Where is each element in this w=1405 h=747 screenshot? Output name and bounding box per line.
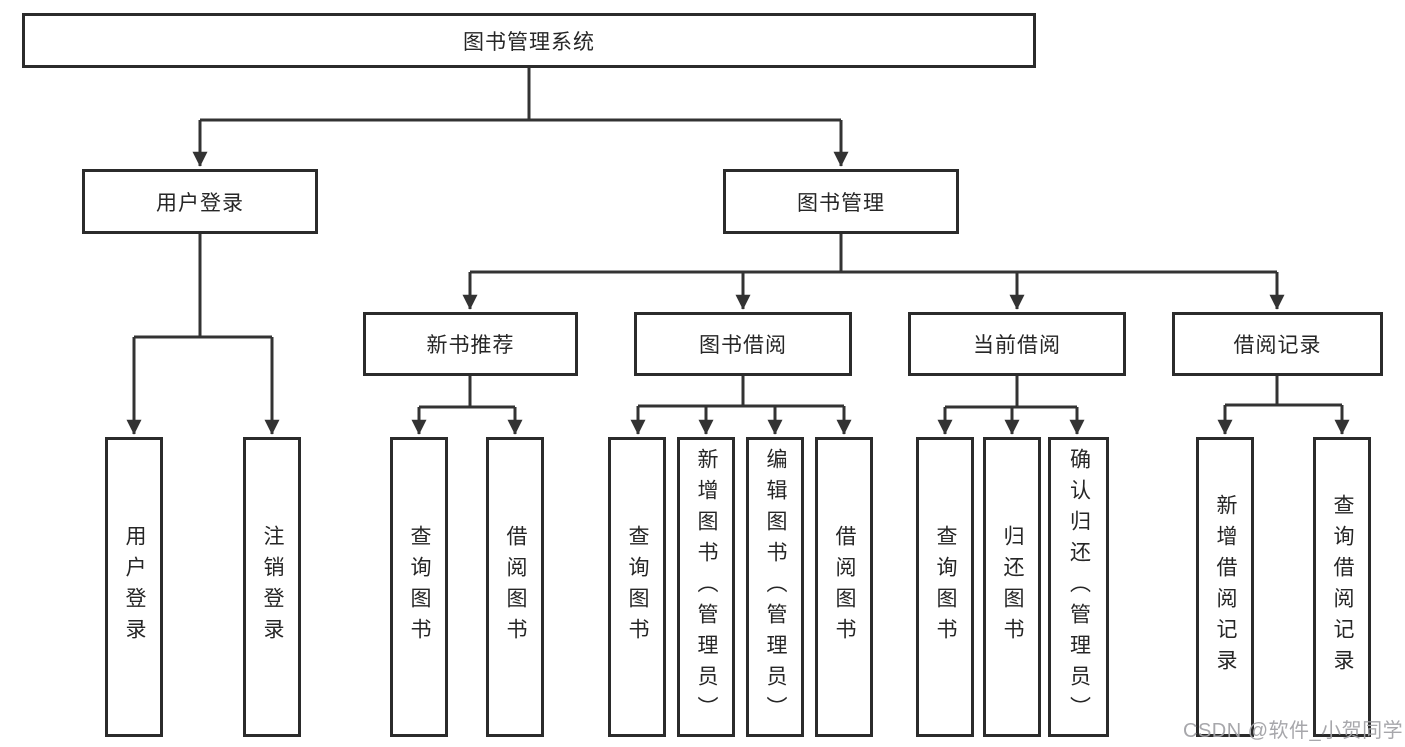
leaf-query-books-recommend: 查询图书 <box>390 437 448 737</box>
node-book-management: 图书管理 <box>723 169 959 234</box>
leaf-user-login: 用户登录 <box>105 437 163 737</box>
node-new-book-recommend: 新书推荐 <box>363 312 578 376</box>
leaf-borrow-books: 借阅图书 <box>815 437 873 737</box>
leaf-add-book-admin: 新增图书（管理员） <box>677 437 735 737</box>
root-node-library-system: 图书管理系统 <box>22 13 1036 68</box>
node-book-borrowing: 图书借阅 <box>634 312 852 376</box>
leaf-query-borrow-record: 查询借阅记录 <box>1313 437 1371 737</box>
leaf-add-borrow-record: 新增借阅记录 <box>1196 437 1254 737</box>
node-borrowing-records: 借阅记录 <box>1172 312 1383 376</box>
node-current-borrowing: 当前借阅 <box>908 312 1126 376</box>
node-user-login-group: 用户登录 <box>82 169 318 234</box>
csdn-watermark: CSDN @软件_小贺同学 <box>1183 720 1404 742</box>
leaf-edit-book-admin: 编辑图书（管理员） <box>746 437 804 737</box>
leaf-logout: 注销登录 <box>243 437 301 737</box>
leaf-confirm-return-admin: 确认归还（管理员） <box>1048 437 1109 737</box>
leaf-query-books-borrowing: 查询图书 <box>608 437 666 737</box>
leaf-return-book: 归还图书 <box>983 437 1041 737</box>
leaf-query-books-current: 查询图书 <box>916 437 974 737</box>
leaf-borrow-books-recommend: 借阅图书 <box>486 437 544 737</box>
